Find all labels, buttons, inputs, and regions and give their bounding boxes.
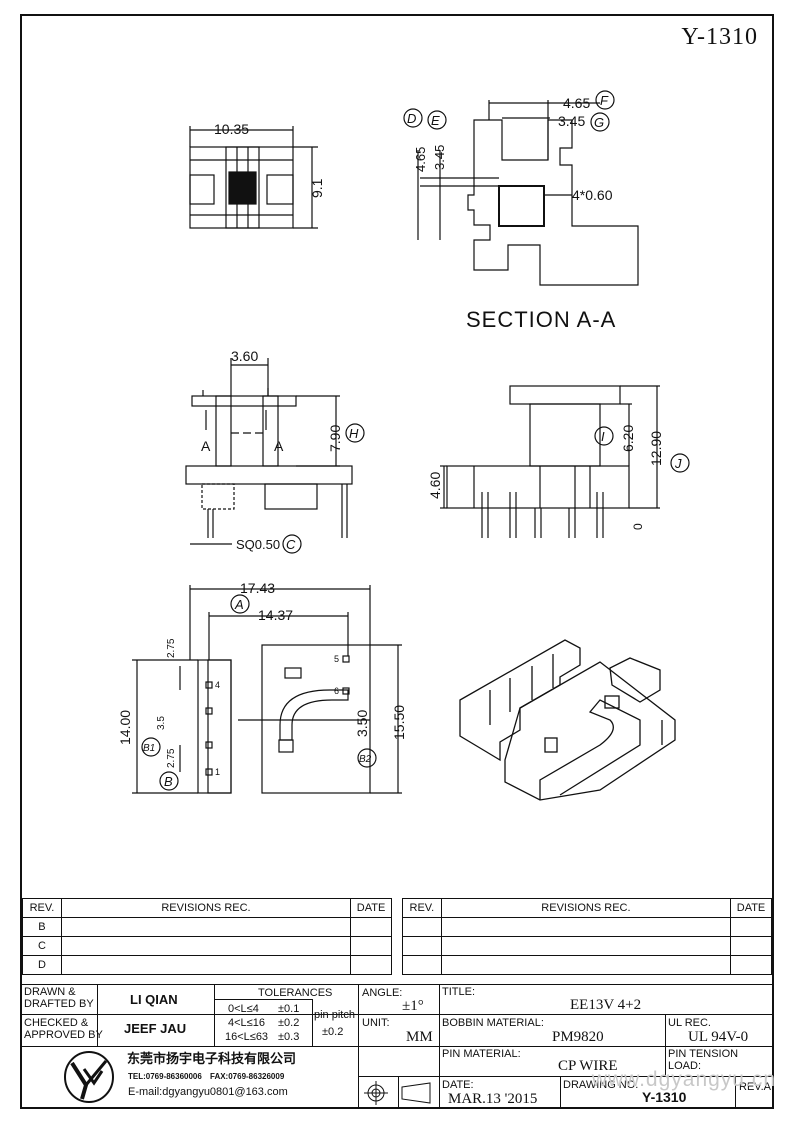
- section-label: SECTION A-A: [466, 307, 616, 332]
- pin-label-1: 1: [215, 767, 220, 777]
- top-width-dim: 10.35: [214, 121, 249, 137]
- drawn-by: LI QIAN: [130, 992, 178, 1007]
- bottom-height2-dim: 15.50: [391, 705, 407, 740]
- tag-i: I: [601, 429, 605, 444]
- tag-b2: B2: [359, 754, 372, 765]
- section-mark-left: A: [201, 438, 211, 454]
- bottom-width-dim: 17.43: [240, 580, 275, 596]
- projection-symbol-icon: [364, 1081, 431, 1105]
- watermark: www.dgyangyu.cn: [591, 1068, 776, 1091]
- ul-label: UL REC.: [668, 1017, 711, 1029]
- tol-value-1: ±0.1: [278, 1003, 300, 1015]
- tag-h: H: [349, 426, 359, 441]
- pin-label-6: 6: [334, 686, 339, 696]
- checked-by: JEEF JAU: [124, 1021, 187, 1036]
- title-label: TITLE:: [442, 986, 476, 998]
- tol-value-3: ±0.3: [278, 1031, 300, 1043]
- tag-f: F: [600, 93, 609, 108]
- side-small-dim: 0: [631, 523, 645, 530]
- tol-range-1: 0<L≤4: [228, 1003, 259, 1015]
- top-view: [189, 126, 318, 229]
- rev-row-b: B: [22, 917, 62, 937]
- date-header: DATE: [350, 898, 393, 918]
- company-logo: [62, 1049, 116, 1106]
- tag-a: A: [234, 597, 244, 612]
- rev-header: REV.: [22, 898, 62, 918]
- bottom-c-dim: 3.50: [354, 710, 370, 737]
- tol-value-2: ±0.2: [278, 1017, 300, 1029]
- drawing-number: Y-1310: [681, 24, 758, 50]
- pin-material-label: PIN MATERIAL:: [442, 1048, 521, 1060]
- tag-b: B: [164, 774, 173, 789]
- rev-header-2: REV.: [401, 898, 442, 918]
- drawing-sheet: [20, 14, 774, 1109]
- rev-row-d: D: [22, 955, 62, 975]
- side-left-dim: 4.60: [427, 472, 443, 499]
- pitch-dim-1: 2.75: [166, 638, 177, 658]
- pin-tension-label: PIN TENSION LOAD:: [668, 1048, 739, 1073]
- bobbin-label: BOBBIN MATERIAL:: [442, 1017, 544, 1029]
- unit-label: UNIT:: [362, 1017, 390, 1029]
- angle-value: ±1°: [402, 998, 424, 1014]
- sec-thickness-dim: 4*0.60: [572, 187, 613, 203]
- company-email: E-mail:dgyangyu0801@163.com: [128, 1086, 288, 1098]
- tag-d: D: [407, 111, 416, 126]
- side-j-dim: 12.90: [648, 431, 664, 466]
- front-view: [185, 358, 353, 545]
- revision-table: REV. REVISIONS REC. DATE REV. REVISIONS …: [22, 898, 772, 975]
- company-fax: FAX:0769-86326009: [210, 1072, 285, 1081]
- company-name: 东莞市扬宇电子科技有限公司: [127, 1051, 297, 1066]
- pin-label-4: 4: [215, 680, 220, 690]
- tag-b1: B1: [143, 743, 155, 754]
- section-view: [417, 100, 639, 286]
- rev-row-c: C: [22, 936, 62, 956]
- side-view: [440, 385, 660, 538]
- tag-j: J: [674, 456, 682, 471]
- tol-range-2: 4<L≤16: [228, 1017, 265, 1029]
- unit-value: MM: [406, 1029, 433, 1045]
- title-value: EE13V 4+2: [570, 997, 642, 1013]
- tol-range-3: 16<L≤63: [225, 1031, 269, 1043]
- rev-a-label: REV.A: [739, 1081, 772, 1093]
- bottom-a-dim: 14.37: [258, 607, 293, 623]
- bobbin-value: PM9820: [552, 1029, 604, 1045]
- tag-c: C: [286, 537, 296, 552]
- date-label: DATE:: [442, 1079, 474, 1091]
- revisions-header-2: REVISIONS REC.: [440, 898, 732, 918]
- title-block: REV. REVISIONS REC. DATE REV. REVISIONS …: [22, 898, 772, 1109]
- pitch-dim-3: 2.75: [166, 748, 177, 768]
- tag-e: E: [431, 113, 440, 128]
- drawing-no-value: Y-1310: [642, 1089, 687, 1105]
- pin-label-5: 5: [334, 654, 339, 664]
- sec-d-dim: 4.65: [413, 147, 428, 172]
- angle-label: ANGLE:: [362, 987, 403, 999]
- drawing-no-label: DRAWING NO.: [563, 1079, 639, 1091]
- top-height-dim: 9.1: [309, 178, 325, 198]
- revisions-header: REVISIONS REC.: [60, 898, 352, 918]
- pin-pitch-label: pin pitch: [314, 1009, 355, 1021]
- bottom-view: [132, 585, 402, 794]
- ul-value: UL 94V-0: [688, 1029, 749, 1045]
- section-mark-right: A: [274, 438, 284, 454]
- front-width-dim: 3.60: [231, 348, 258, 364]
- company-tel: TEL:0769-86360006: [128, 1072, 202, 1081]
- pitch-dim-2: 3.5: [156, 716, 167, 730]
- side-i-dim: 6.20: [620, 425, 636, 452]
- sec-f-dim: 4.65: [563, 95, 590, 111]
- date-value: MAR.13 '2015: [448, 1091, 538, 1107]
- isometric-view: [459, 639, 676, 801]
- date-header-2: DATE: [730, 898, 772, 918]
- pin-pitch-value: ±0.2: [322, 1026, 344, 1038]
- tag-g: G: [594, 115, 604, 130]
- bottom-height-dim: 14.00: [117, 710, 133, 745]
- pin-material-value: CP WIRE: [558, 1058, 618, 1074]
- front-height-dim: 7.90: [327, 425, 343, 452]
- drawn-label: DRAWN & DRAFTED BY: [24, 986, 94, 1011]
- checked-label: CHECKED & APPROVED BY: [24, 1017, 103, 1042]
- sec-e-dim: 3.45: [432, 145, 447, 170]
- pin-square-dim: SQ0.50: [236, 537, 280, 552]
- tolerances-label: TOLERANCES: [258, 987, 333, 999]
- sec-g-dim: 3.45: [558, 113, 585, 129]
